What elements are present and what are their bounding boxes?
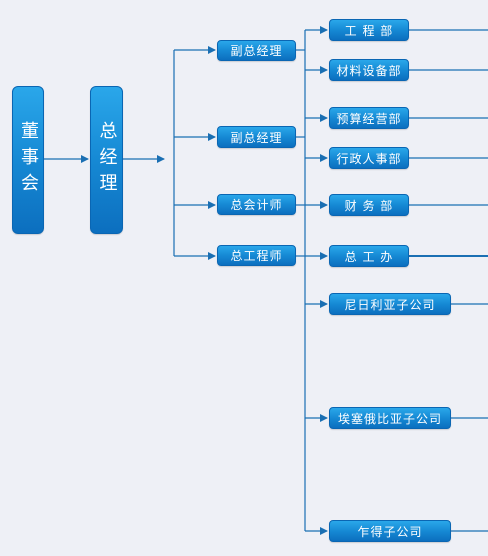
chief-engineer-office-node[interactable]: 总 工 办 (329, 245, 409, 267)
board-node[interactable]: 董事会 (12, 86, 44, 234)
chad-subsidiary-node[interactable]: 乍得子公司 (329, 520, 451, 542)
vice-general-manager-2-node[interactable]: 副总经理 (217, 126, 296, 148)
general-manager-node[interactable]: 总经理 (90, 86, 123, 234)
chief-engineer-node[interactable]: 总工程师 (217, 245, 296, 266)
ethiopia-subsidiary-node[interactable]: 埃塞俄比亚子公司 (329, 407, 451, 429)
chief-accountant-node[interactable]: 总会计师 (217, 194, 296, 215)
vice-general-manager-1-node[interactable]: 副总经理 (217, 40, 296, 61)
budget-dept-node[interactable]: 预算经营部 (329, 107, 409, 129)
admin-hr-dept-node[interactable]: 行政人事部 (329, 147, 409, 169)
finance-dept-node[interactable]: 财 务 部 (329, 194, 409, 216)
materials-dept-node[interactable]: 材料设备部 (329, 59, 409, 81)
nigeria-subsidiary-node[interactable]: 尼日利亚子公司 (329, 293, 451, 315)
engineering-dept-node[interactable]: 工 程 部 (329, 19, 409, 41)
